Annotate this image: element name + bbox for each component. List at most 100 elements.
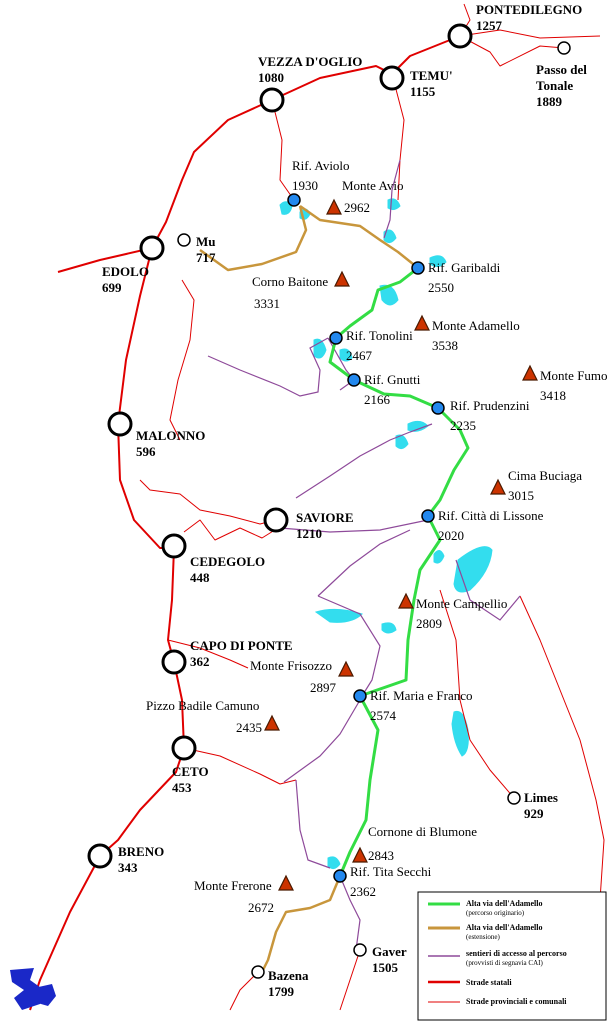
town-name: Passo del <box>536 62 587 77</box>
provincial-road <box>459 35 565 67</box>
peak-icon <box>352 846 368 863</box>
town-elevation: 1505 <box>372 960 399 975</box>
town-marker-pontedilegno <box>447 23 473 49</box>
trail-original <box>328 266 470 877</box>
state-road <box>57 247 153 273</box>
legend-label: Strade provinciali e comunali <box>466 997 567 1006</box>
peak-icon <box>398 592 414 609</box>
town-marker-cedegolo <box>161 533 187 559</box>
alta-via-route <box>328 266 470 877</box>
extension-route <box>199 205 308 272</box>
provincial-road <box>139 479 277 525</box>
town-marker-bazena <box>251 965 265 979</box>
peak-name: Corno Baitone <box>252 274 328 289</box>
town-name: MALONNO <box>136 428 205 443</box>
provincial-road <box>459 29 601 39</box>
hut-marker-gnutti <box>347 373 361 387</box>
town-marker-temu <box>379 65 405 91</box>
peak-icon <box>338 660 354 677</box>
town-elevation: 1210 <box>296 526 322 541</box>
hut-elevation: 2362 <box>350 884 376 899</box>
town-elevation: 929 <box>524 806 544 821</box>
lake <box>314 608 363 623</box>
town-marker-passo-tonale <box>557 41 571 55</box>
peak-name: Cornone di Blumone <box>368 824 477 839</box>
peak-elevation: 3331 <box>254 296 280 311</box>
roads <box>29 3 605 1011</box>
town-marker-ceto <box>171 735 197 761</box>
hut-elevation: 2574 <box>370 708 397 723</box>
lake <box>381 622 397 634</box>
town-marker-edolo <box>139 235 165 261</box>
hut-markers <box>287 193 445 883</box>
town-labels: PONTEDILEGNO 1257 Passo del Tonale 1889 … <box>102 2 587 999</box>
town-elevation: 699 <box>102 280 122 295</box>
legend-label: sentieri di accesso al percorso <box>466 949 567 958</box>
town-name: BRENO <box>118 844 164 859</box>
peak-elevation: 2435 <box>236 720 262 735</box>
peak-name: Monte Campellio <box>416 596 507 611</box>
peak-icon <box>522 364 538 381</box>
town-name: CEDEGOLO <box>190 554 265 569</box>
hut-name: Rif. Prudenzini <box>450 398 530 413</box>
legend-label: Strade statali <box>466 978 512 987</box>
hut-marker-prudenzini <box>431 401 445 415</box>
town-elevation: 362 <box>190 654 210 669</box>
town-marker-capo-di-ponte <box>161 649 187 675</box>
access-path <box>317 595 381 697</box>
lake <box>339 348 353 362</box>
lake <box>387 198 401 211</box>
stylized-logo-icon <box>10 968 56 1010</box>
hut-labels: Rif. Aviolo 1930 Rif. Garibaldi 2550 Rif… <box>292 158 544 899</box>
hut-elevation: 2166 <box>364 392 391 407</box>
peak-icon <box>334 270 350 287</box>
peak-name: Monte Frerone <box>194 878 272 893</box>
town-marker-saviore <box>263 507 289 533</box>
peak-elevation: 3418 <box>540 388 566 403</box>
town-marker-malonno <box>107 411 133 437</box>
lake <box>383 229 397 244</box>
peak-elevation: 2962 <box>344 200 370 215</box>
town-elevation: 596 <box>136 444 156 459</box>
peak-name: Monte Frisozzo <box>250 658 332 673</box>
peak-icon <box>278 874 294 891</box>
access-path <box>383 159 401 239</box>
hut-marker-aviolo <box>287 193 301 207</box>
peak-elevation: 3538 <box>432 338 458 353</box>
town-elevation: 1889 <box>536 94 563 109</box>
hut-marker-tita-secchi <box>333 869 347 883</box>
town-name: Mu <box>196 234 216 249</box>
access-path <box>207 337 329 397</box>
hut-marker-maria-franco <box>353 689 367 703</box>
town-markers <box>87 23 571 979</box>
provincial-road <box>183 747 297 785</box>
town-name: CAPO DI PONTE <box>190 638 293 653</box>
hut-marker-lissone <box>421 509 435 523</box>
trail-extension <box>199 204 419 973</box>
provincial-road <box>229 971 259 1011</box>
provincial-road <box>339 949 361 1011</box>
peak-icon <box>414 314 430 331</box>
peak-name: Cima Buciaga <box>508 468 582 483</box>
hut-name: Rif. Città di Lissone <box>438 508 544 523</box>
peak-name: Pizzo Badile Camuno <box>146 698 259 713</box>
peak-markers <box>264 198 538 891</box>
town-marker-breno <box>87 843 113 869</box>
town-name: Tonale <box>536 78 573 93</box>
provincial-road <box>169 279 195 441</box>
town-elevation: 453 <box>172 780 192 795</box>
town-marker-vezza <box>259 87 285 113</box>
extension-route <box>299 204 419 269</box>
town-name: EDOLO <box>102 264 149 279</box>
legend-sublabel: (provvisti di segnavia CAI) <box>466 959 543 967</box>
hut-name: Rif. Garibaldi <box>428 260 501 275</box>
hut-elevation: 2020 <box>438 528 464 543</box>
hut-elevation: 2467 <box>346 348 373 363</box>
access-path <box>279 519 429 533</box>
town-name: SAVIORE <box>296 510 354 525</box>
access-path <box>283 699 361 783</box>
lakes <box>279 198 493 870</box>
town-name: TEMU' <box>410 68 453 83</box>
town-marker-mu <box>177 233 191 247</box>
